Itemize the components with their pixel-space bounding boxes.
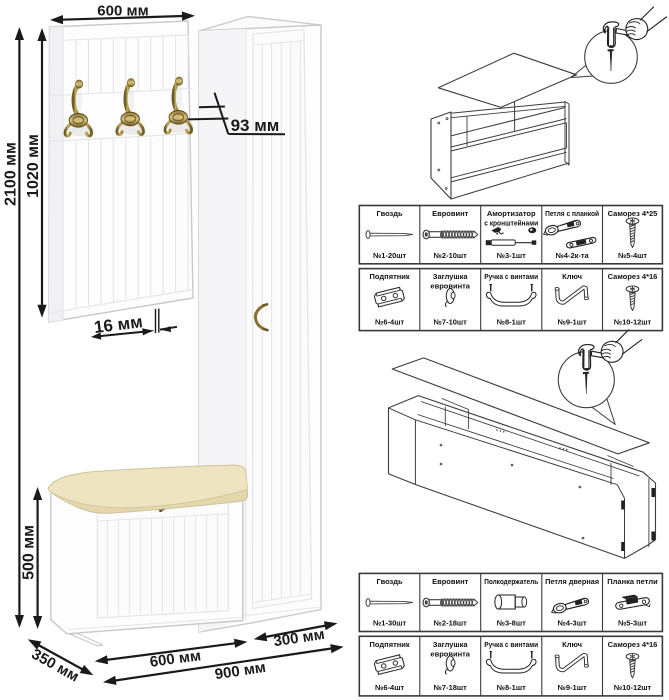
svg-text:№8-1шт: №8-1шт: [497, 318, 526, 327]
svg-text:с кронштейнами: с кронштейнами: [484, 219, 538, 228]
svg-text:№4-3шт: №4-3шт: [558, 619, 587, 628]
svg-text:600 мм: 600 мм: [97, 3, 148, 20]
svg-text:Подпятник: Подпятник: [370, 272, 410, 281]
svg-text:500 мм: 500 мм: [20, 525, 37, 580]
svg-text:Ключ: Ключ: [562, 640, 582, 649]
svg-text:Полкодержатель: Полкодержатель: [484, 577, 538, 586]
svg-text:№7-10шт: №7-10шт: [434, 318, 468, 327]
svg-text:№5-3шт: №5-3шт: [618, 619, 647, 628]
svg-text:евровинта: евровинта: [430, 282, 470, 291]
svg-text:Заглушка: Заглушка: [433, 640, 469, 649]
svg-text:600 мм: 600 мм: [149, 647, 202, 671]
svg-text:Ручка с винтами: Ручка с винтами: [484, 640, 538, 649]
svg-text:№10-12шт: №10-12шт: [614, 318, 652, 327]
svg-text:Амортизатор: Амортизатор: [487, 209, 536, 218]
svg-text:евровинта: евровинта: [430, 649, 470, 658]
svg-text:1020 мм: 1020 мм: [25, 134, 42, 198]
svg-text:Планка петли: Планка петли: [607, 577, 658, 586]
svg-text:Петля дверная: Петля дверная: [545, 577, 599, 586]
svg-text:№6-4шт: №6-4шт: [375, 683, 404, 692]
svg-text:Заглушка: Заглушка: [433, 272, 469, 281]
svg-text:Саморез 4*25: Саморез 4*25: [608, 209, 658, 218]
svg-text:№9-1шт: №9-1шт: [558, 683, 587, 692]
svg-text:№5-4шт: №5-4шт: [618, 251, 647, 260]
svg-text:Петля с планкой: Петля с планкой: [545, 209, 599, 218]
svg-text:2100 мм: 2100 мм: [3, 142, 20, 206]
svg-text:№10-12шт: №10-12шт: [614, 683, 652, 692]
svg-text:№3-1шт: №3-1шт: [497, 251, 526, 260]
svg-text:Евровинт: Евровинт: [432, 577, 469, 586]
svg-text:№1-30шт: №1-30шт: [373, 619, 407, 628]
svg-text:№2-10шт: №2-10шт: [434, 251, 468, 260]
svg-text:№1-20шт: №1-20шт: [373, 251, 407, 260]
svg-text:Евровинт: Евровинт: [432, 209, 469, 218]
svg-text:№3-8шт: №3-8шт: [497, 619, 526, 628]
svg-text:Гвоздь: Гвоздь: [377, 577, 404, 586]
svg-text:Саморез 4*16: Саморез 4*16: [608, 640, 658, 649]
svg-text:Ручка с винтами: Ручка с винтами: [484, 272, 538, 281]
svg-text:Ключ: Ключ: [562, 272, 582, 281]
svg-text:Саморез 4*16: Саморез 4*16: [608, 272, 658, 281]
svg-text:№2-18шт: №2-18шт: [434, 619, 468, 628]
svg-text:93 мм: 93 мм: [231, 116, 280, 135]
svg-text:№4-2к-та: №4-2к-та: [555, 251, 589, 260]
svg-text:№7-18шт: №7-18шт: [434, 683, 468, 692]
svg-text:№8-1шт: №8-1шт: [497, 683, 526, 692]
svg-text:№9-1шт: №9-1шт: [558, 318, 587, 327]
svg-text:Гвоздь: Гвоздь: [377, 209, 404, 218]
svg-text:№6-4шт: №6-4шт: [375, 318, 404, 327]
svg-text:Подпятник: Подпятник: [370, 640, 410, 649]
